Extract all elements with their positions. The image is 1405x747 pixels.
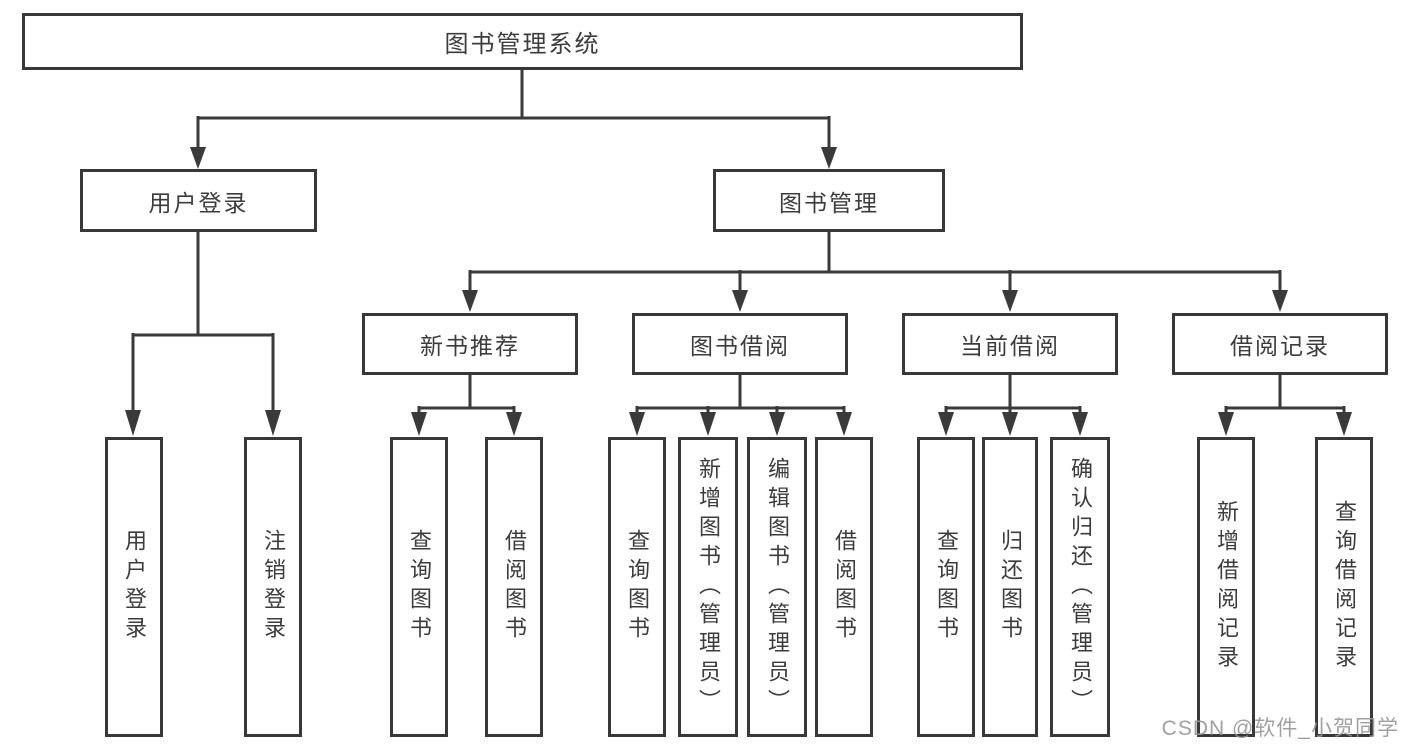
node-book-borrow: 图书借阅	[632, 313, 848, 375]
leaf-edit-book-admin: 编辑图书（管理员）	[747, 437, 807, 737]
current-borrow-branch	[938, 375, 1088, 436]
csdn-watermark: CSDN @软件_小贺同学	[1161, 717, 1399, 740]
node-user-login: 用户登录	[80, 169, 317, 232]
leaf-query-books-borrow-label: 查询图书	[625, 529, 650, 645]
node-new-book-recommend-label: 新书推荐	[420, 333, 520, 359]
node-borrow-records: 借阅记录	[1172, 313, 1388, 375]
leaf-add-borrow-record-label: 新增借阅记录	[1214, 500, 1239, 674]
node-current-borrow: 当前借阅	[902, 313, 1118, 375]
node-user-login-label: 用户登录	[148, 189, 249, 216]
leaf-query-books-recommend: 查询图书	[390, 437, 448, 737]
node-book-borrow-label: 图书借阅	[690, 333, 790, 359]
level1-connectors	[190, 70, 837, 169]
leaf-add-borrow-record: 新增借阅记录	[1197, 437, 1255, 737]
leaf-borrow-books: 借阅图书	[815, 437, 873, 737]
leaf-borrow-books-label: 借阅图书	[832, 529, 857, 645]
user-login-branch	[125, 232, 281, 436]
borrow-record-branch	[1218, 375, 1352, 436]
leaf-query-books-borrow: 查询图书	[608, 437, 666, 737]
book-borrow-branch	[629, 375, 852, 436]
node-root-label: 图书管理系统	[444, 31, 601, 58]
node-new-book-recommend: 新书推荐	[362, 313, 578, 375]
leaf-query-borrow-record: 查询借阅记录	[1315, 437, 1373, 737]
level2-connectors	[462, 232, 1288, 312]
leaf-borrow-books-recommend: 借阅图书	[485, 437, 543, 737]
leaf-user-login-label: 用户登录	[122, 529, 147, 645]
leaf-logout: 注销登录	[244, 437, 302, 737]
node-root: 图书管理系统	[22, 13, 1023, 70]
new-book-branch	[411, 375, 522, 436]
leaf-query-books-current: 查询图书	[917, 437, 975, 737]
leaf-borrow-books-recommend-label: 借阅图书	[502, 529, 527, 645]
leaf-query-books-current-label: 查询图书	[934, 529, 959, 645]
node-borrow-records-label: 借阅记录	[1230, 333, 1330, 359]
leaf-return-books: 归还图书	[982, 437, 1038, 737]
node-book-management-label: 图书管理	[779, 189, 879, 216]
leaf-confirm-return-admin: 确认归还（管理员）	[1050, 437, 1110, 737]
leaf-edit-book-admin-label: 编辑图书（管理员）	[765, 456, 790, 718]
leaf-query-borrow-record-label: 查询借阅记录	[1332, 500, 1357, 674]
node-book-management: 图书管理	[713, 169, 945, 232]
leaf-logout-label: 注销登录	[261, 529, 286, 645]
leaf-add-book-admin-label: 新增图书（管理员）	[696, 456, 721, 718]
node-current-borrow-label: 当前借阅	[960, 333, 1060, 359]
leaf-query-books-recommend-label: 查询图书	[407, 529, 432, 645]
leaf-add-book-admin: 新增图书（管理员）	[678, 437, 738, 737]
leaf-user-login: 用户登录	[105, 437, 163, 737]
leaf-return-books-label: 归还图书	[998, 529, 1023, 645]
leaf-confirm-return-admin-label: 确认归还（管理员）	[1068, 456, 1093, 718]
